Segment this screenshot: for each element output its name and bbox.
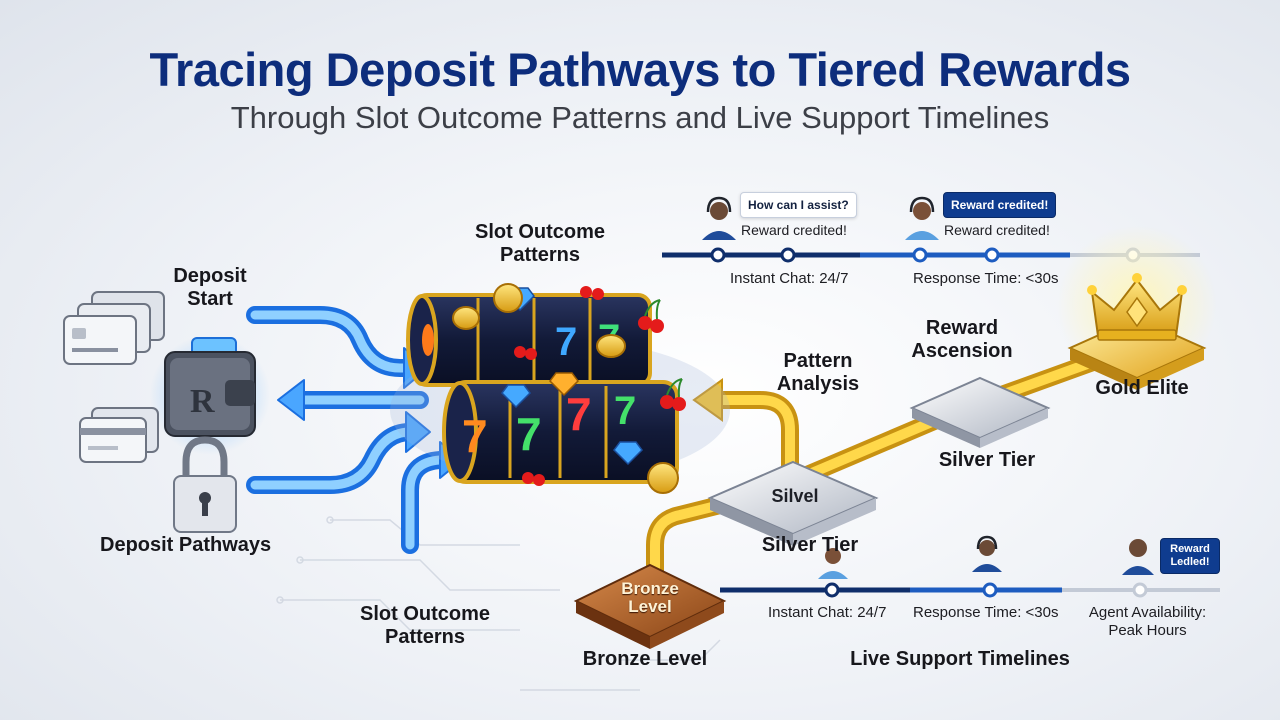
pattern-analysis-arrow [692,378,799,494]
crown-icon [1087,273,1187,341]
support-agent-icon [818,548,848,579]
timeline-label: Response Time: <30s [913,270,1059,287]
support-agent-icon [1122,539,1154,575]
timeline-label: Instant Chat: 24/7 [768,604,887,621]
timeline-label: Agent Availability: Peak Hours [1088,604,1207,639]
credit-card-icon [79,407,159,463]
page-title: Tracing Deposit Pathways to Tiered Rewar… [149,43,1131,96]
support-agent-icon [905,196,939,240]
agent-message: Reward credited! [944,222,1050,238]
svg-text:7: 7 [555,320,577,364]
silver-platform [707,460,879,546]
padlock-icon [173,436,237,533]
svg-text:7: 7 [614,389,636,433]
credit-card-icon [63,291,165,365]
timeline-label: Instant Chat: 24/7 [730,270,849,287]
svg-text:7: 7 [566,388,592,440]
bronze-level-platform [573,563,727,649]
wallet-icon: R [150,335,270,455]
support-agent-icon [972,535,1002,572]
support-agent-icon [702,196,736,240]
agent-message: Reward credited! [741,222,847,238]
svg-text:7: 7 [462,410,488,462]
timeline-label: Response Time: <30s [913,604,1059,621]
chat-bubble: Reward credited! [943,192,1057,218]
reward-path [646,336,1149,619]
bottom-support-timeline [720,582,1220,598]
gold-elite-label: Gold Elite [1095,377,1189,399]
coin-icon [452,283,679,494]
chat-bubble: How can I assist? [740,192,857,218]
svg-text:R: R [190,383,215,420]
deposit-pathways-label: Deposit Pathways [100,534,272,556]
deposit-start-label: Deposit Start [173,265,247,310]
bronze-platform-label: Bronze Level [621,579,679,616]
bronze-level-label: Bronze Level [582,648,708,670]
reward-ascension-label: Reward Ascension [911,317,1013,362]
chat-bubble: Reward Ledled! [1160,538,1220,574]
pattern-analysis-label: Pattern Analysis [776,350,860,395]
page-subtitle: Through Slot Outcome Patterns and Live S… [230,100,1050,135]
cherry-icon [514,286,686,486]
slot-patterns-top-label: Slot Outcome Patterns [474,221,605,266]
silver-tier-label: Silver Tier [938,449,1036,471]
slot-patterns-bottom-label: Slot Outcome Patterns [359,603,490,648]
slot-reel-icon: 7 7 7 7 7 7 [390,293,730,484]
svg-text:7: 7 [516,408,542,460]
silver-tier-platform [909,376,1051,448]
silver-platform-label: Silvel [771,486,819,506]
silver-tier-mid-label: Silver Tier [761,534,859,556]
live-support-label: Live Support Timelines [850,648,1070,670]
